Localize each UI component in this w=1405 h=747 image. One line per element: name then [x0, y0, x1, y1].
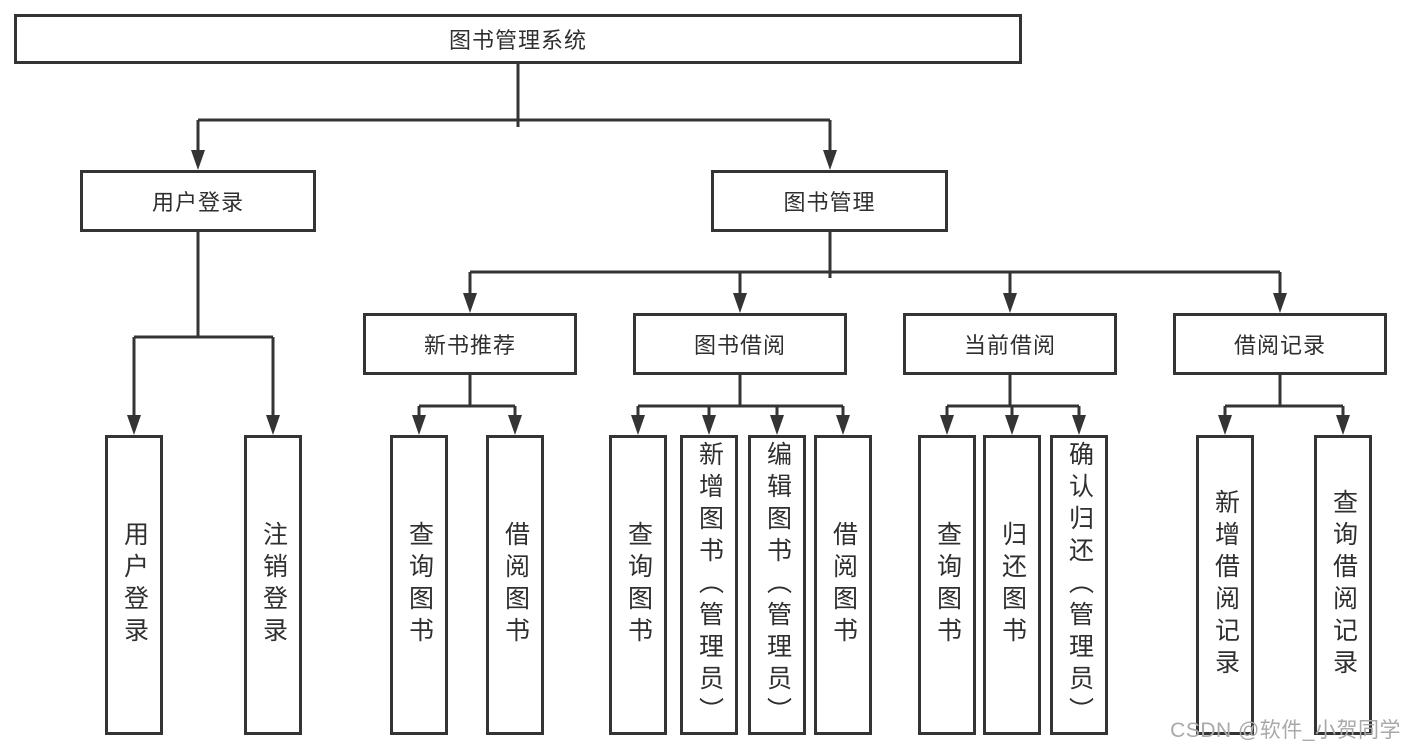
leaf-user-login-label: 用户登录	[120, 521, 149, 649]
node-borrow-records-label: 借阅记录	[1233, 333, 1326, 358]
leaf-newbooks-borrow-books-label: 借阅图书	[501, 521, 530, 649]
leaf-newbooks-query-books: 查询图书	[390, 435, 448, 735]
leaf-records-add-record: 新增借阅记录	[1196, 435, 1254, 735]
leaf-current-confirm-return-admin: 确认归还（管理员）	[1050, 435, 1108, 735]
leaf-current-query-books: 查询图书	[918, 435, 976, 735]
leaf-borrow-borrow-books-label: 借阅图书	[829, 521, 858, 649]
leaf-records-add-record-label: 新增借阅记录	[1211, 489, 1240, 681]
leaf-borrow-query-books: 查询图书	[609, 435, 667, 735]
node-book-borrow: 图书借阅	[633, 313, 847, 375]
leaf-borrow-borrow-books: 借阅图书	[814, 435, 872, 735]
node-new-book-recommend-label: 新书推荐	[423, 333, 516, 358]
leaf-newbooks-query-books-label: 查询图书	[405, 521, 434, 649]
leaf-records-query-record: 查询借阅记录	[1314, 435, 1372, 735]
csdn-watermark: CSDN @软件_小贺同学	[1170, 719, 1401, 742]
node-current-borrow: 当前借阅	[903, 313, 1117, 375]
node-borrow-records: 借阅记录	[1173, 313, 1387, 375]
leaf-borrow-add-books-admin: 新增图书（管理员）	[680, 435, 738, 735]
leaf-newbooks-borrow-books: 借阅图书	[486, 435, 544, 735]
leaf-user-login: 用户登录	[105, 435, 163, 735]
leaf-records-query-record-label: 查询借阅记录	[1329, 489, 1358, 681]
leaf-current-confirm-return-admin-label: 确认归还（管理员）	[1065, 441, 1094, 729]
leaf-logout: 注销登录	[244, 435, 302, 735]
node-new-book-recommend: 新书推荐	[363, 313, 577, 375]
node-current-borrow-label: 当前借阅	[963, 333, 1056, 358]
leaf-logout-label: 注销登录	[259, 521, 288, 649]
leaf-borrow-edit-books-admin: 编辑图书（管理员）	[748, 435, 806, 735]
node-library-system: 图书管理系统	[14, 14, 1022, 64]
leaf-borrow-query-books-label: 查询图书	[624, 521, 653, 649]
tree-edges	[132, 62, 1345, 420]
node-library-system-label: 图书管理系统	[448, 28, 587, 53]
leaf-current-return-books: 归还图书	[983, 435, 1041, 735]
leaf-current-query-books-label: 查询图书	[933, 521, 962, 649]
node-book-borrow-label: 图书借阅	[693, 333, 786, 358]
node-user-login: 用户登录	[80, 170, 316, 232]
leaf-borrow-edit-books-admin-label: 编辑图书（管理员）	[763, 441, 792, 729]
node-book-management: 图书管理	[711, 170, 948, 232]
leaf-current-return-books-label: 归还图书	[998, 521, 1027, 649]
node-book-management-label: 图书管理	[783, 190, 876, 215]
leaf-borrow-add-books-admin-label: 新增图书（管理员）	[695, 441, 724, 729]
node-user-login-label: 用户登录	[151, 190, 244, 215]
